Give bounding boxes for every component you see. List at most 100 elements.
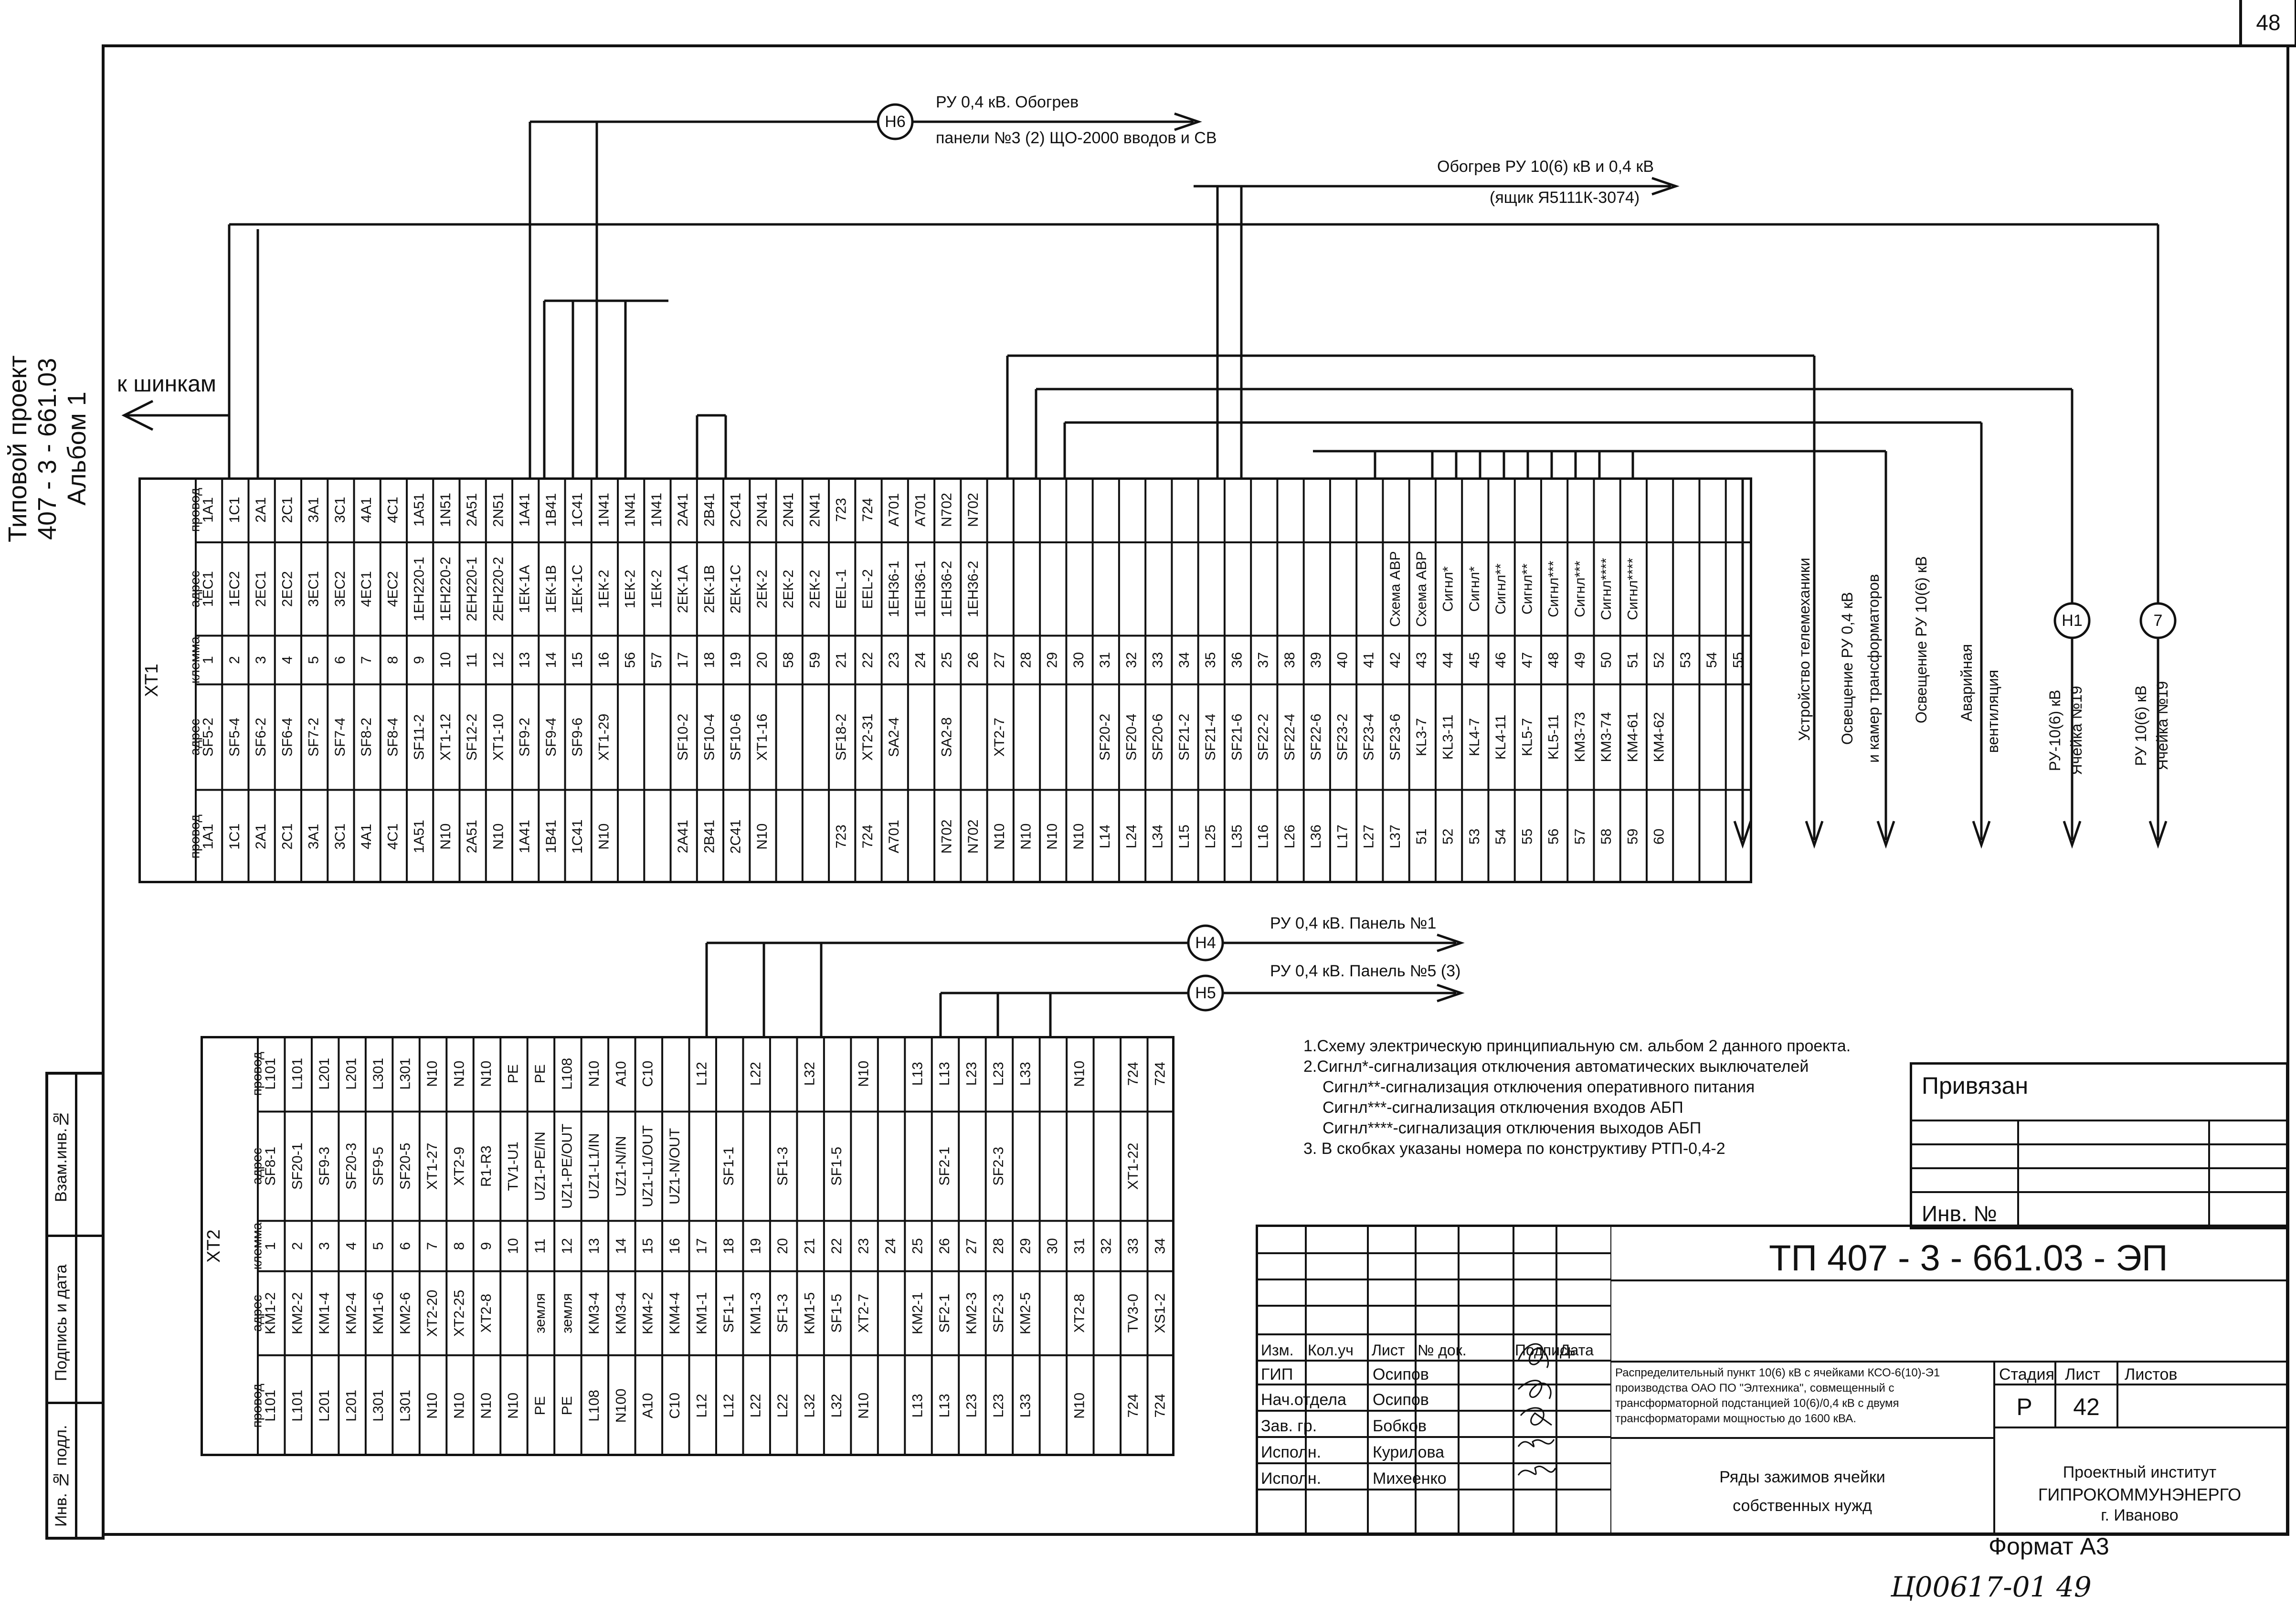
xt2-cell: XT2-8	[478, 1294, 494, 1333]
xt1-cell: 12	[490, 652, 506, 668]
xt1-cell: 56	[1546, 829, 1562, 845]
xt2-cell: L32	[802, 1062, 818, 1086]
xt2-cell: SF1-3	[775, 1147, 791, 1186]
xt1-cell: SF9-2	[517, 718, 533, 757]
xt1-cell: 44	[1440, 652, 1456, 668]
xt1-cell: 1В41	[543, 493, 559, 527]
xt1-cell: 53	[1678, 652, 1693, 668]
xt2-cell: XS1-2	[1153, 1293, 1168, 1333]
xt1-header-1: адрес	[187, 571, 202, 607]
xt1-cell: KM4-62	[1651, 712, 1667, 762]
xt2-cell: L108	[559, 1058, 575, 1090]
xt1-cell: XT1-16	[754, 714, 770, 761]
xt1-cell: L15	[1176, 824, 1192, 848]
label-t7-1: РУ 10(6) кВ	[2132, 686, 2149, 766]
xt2-cell: L13	[910, 1062, 925, 1086]
role-gip: ГИП	[1261, 1365, 1293, 1384]
heat-line2: (ящик Я5111К-3074)	[1490, 189, 1640, 207]
title-block: Изм. Кол.уч Лист № док. Подпись Дата ГИП…	[1256, 1225, 2288, 1535]
xt1-cell: SF23-6	[1387, 714, 1403, 761]
xt1-cell: N10	[1045, 824, 1060, 850]
xt2-cell: 33	[1125, 1238, 1141, 1254]
label-telemechanics: Устройство телемеханики	[1796, 558, 1813, 741]
xt2-cell: L22	[748, 1394, 764, 1417]
xt1-header-4: провод	[187, 814, 202, 858]
xt2-cell: L13	[937, 1394, 952, 1417]
org-3: г. Иваново	[2101, 1506, 2179, 1524]
xt1-cell: 40	[1334, 652, 1350, 668]
xt1-cell: 50	[1598, 652, 1614, 668]
xt2-cell: N10	[856, 1393, 872, 1419]
xt1-cell: Сигнл*	[1440, 566, 1456, 612]
xt1-cell: SF6-4	[279, 718, 295, 757]
h6-line2: панели №3 (2) ЩО-2000 вводов и СВ	[936, 129, 1217, 147]
xt1-cell: L37	[1387, 824, 1403, 848]
xt1-cell: 5	[306, 656, 322, 664]
xt1-cell: 17	[675, 652, 691, 668]
xt1-cell: 27	[992, 652, 1007, 668]
xt2-cell: L301	[398, 1058, 413, 1090]
xt1-cell: 724	[860, 498, 876, 522]
xt2-cell: 28	[991, 1238, 1006, 1254]
xt2-cell: N100	[613, 1389, 629, 1423]
xt2-cell: 29	[1017, 1238, 1033, 1254]
t7-tag: 7	[2154, 612, 2163, 630]
xt1-cell: 1В41	[543, 820, 559, 853]
xt2-cell: L201	[317, 1390, 332, 1422]
xt1-cell: 2В41	[701, 820, 717, 853]
xt1-cell: N702	[939, 819, 955, 854]
h5-tag: Н5	[1195, 984, 1216, 1002]
xt1-cell: 2ЕК-2	[754, 570, 770, 608]
heat-line1: Обогрев РУ 10(6) кВ и 0,4 кВ	[1437, 158, 1654, 176]
xt1-cell: 43	[1414, 652, 1429, 668]
xt1-cell: 1ЕН36-1	[912, 561, 928, 617]
xt1-cell: KL4-11	[1493, 715, 1509, 760]
xt1-cell: 32	[1123, 652, 1139, 668]
xt2-cell: L201	[344, 1390, 360, 1422]
name-head: Осипов	[1373, 1391, 1429, 1409]
xt2-cell: N10	[424, 1061, 440, 1087]
xt1-cell: 2ЕК-1А	[675, 565, 691, 613]
xt1-cell: 1ЕК-2	[649, 570, 665, 608]
xt1-cell: 56	[623, 652, 638, 668]
xt1-cell: 1ЕН220-1	[412, 557, 427, 621]
xt2-cell: XT2-20	[424, 1290, 440, 1337]
xt1-cell: KL3-11	[1440, 715, 1456, 760]
xt1-cell: 6	[332, 656, 348, 664]
xt2-cell: 20	[775, 1238, 791, 1254]
xt2-cell: L32	[829, 1394, 845, 1417]
xt1-cell: L35	[1229, 824, 1245, 848]
xt2-cell: L13	[937, 1062, 952, 1086]
xt1-cell: 1ЕН36-1	[886, 561, 902, 617]
xt1-cell: N10	[754, 824, 770, 850]
xt1-cell: SF20-2	[1097, 714, 1113, 761]
xt1-cell: 24	[912, 652, 928, 668]
xt2-title: XT2	[204, 1229, 224, 1263]
xt1-cell: 23	[886, 652, 902, 668]
label-light04-2: и камер трансформаторов	[1865, 574, 1882, 762]
xt2-cell: 23	[856, 1238, 872, 1254]
h1-tag: Н1	[2062, 612, 2082, 630]
xt2-cell: 17	[694, 1238, 710, 1254]
xt2-cell: XT2-7	[856, 1294, 872, 1333]
name-exec1: Курилова	[1373, 1443, 1445, 1461]
xt1-cell: 7	[359, 656, 374, 664]
xt1-cell: 21	[834, 652, 849, 668]
xt2-cell: 3	[317, 1242, 332, 1250]
h1-tag-circle	[2053, 602, 2091, 639]
xt1-cell: 10	[438, 652, 454, 668]
note-2: 2.Сигнл*-сигнализация отключения автомат…	[1303, 1057, 1809, 1076]
sheet-corner-number: 48	[2256, 10, 2281, 35]
org-1: Проектный институт	[2063, 1463, 2217, 1481]
name-gip: Осипов	[1373, 1365, 1429, 1384]
xt1-cell: 3С1	[332, 824, 348, 850]
xt2-cell: N10	[856, 1061, 872, 1087]
xt2-cell: PE	[559, 1396, 575, 1415]
xt2-cell: SF1-1	[721, 1147, 737, 1186]
xt2-cell: N10	[478, 1393, 494, 1419]
xt2-cell: L12	[694, 1394, 710, 1417]
xt1-cell: 14	[543, 652, 559, 668]
xt1-cell: L26	[1282, 824, 1298, 848]
xt1-cell: L17	[1334, 824, 1350, 848]
xt2-cell: 10	[505, 1238, 521, 1254]
